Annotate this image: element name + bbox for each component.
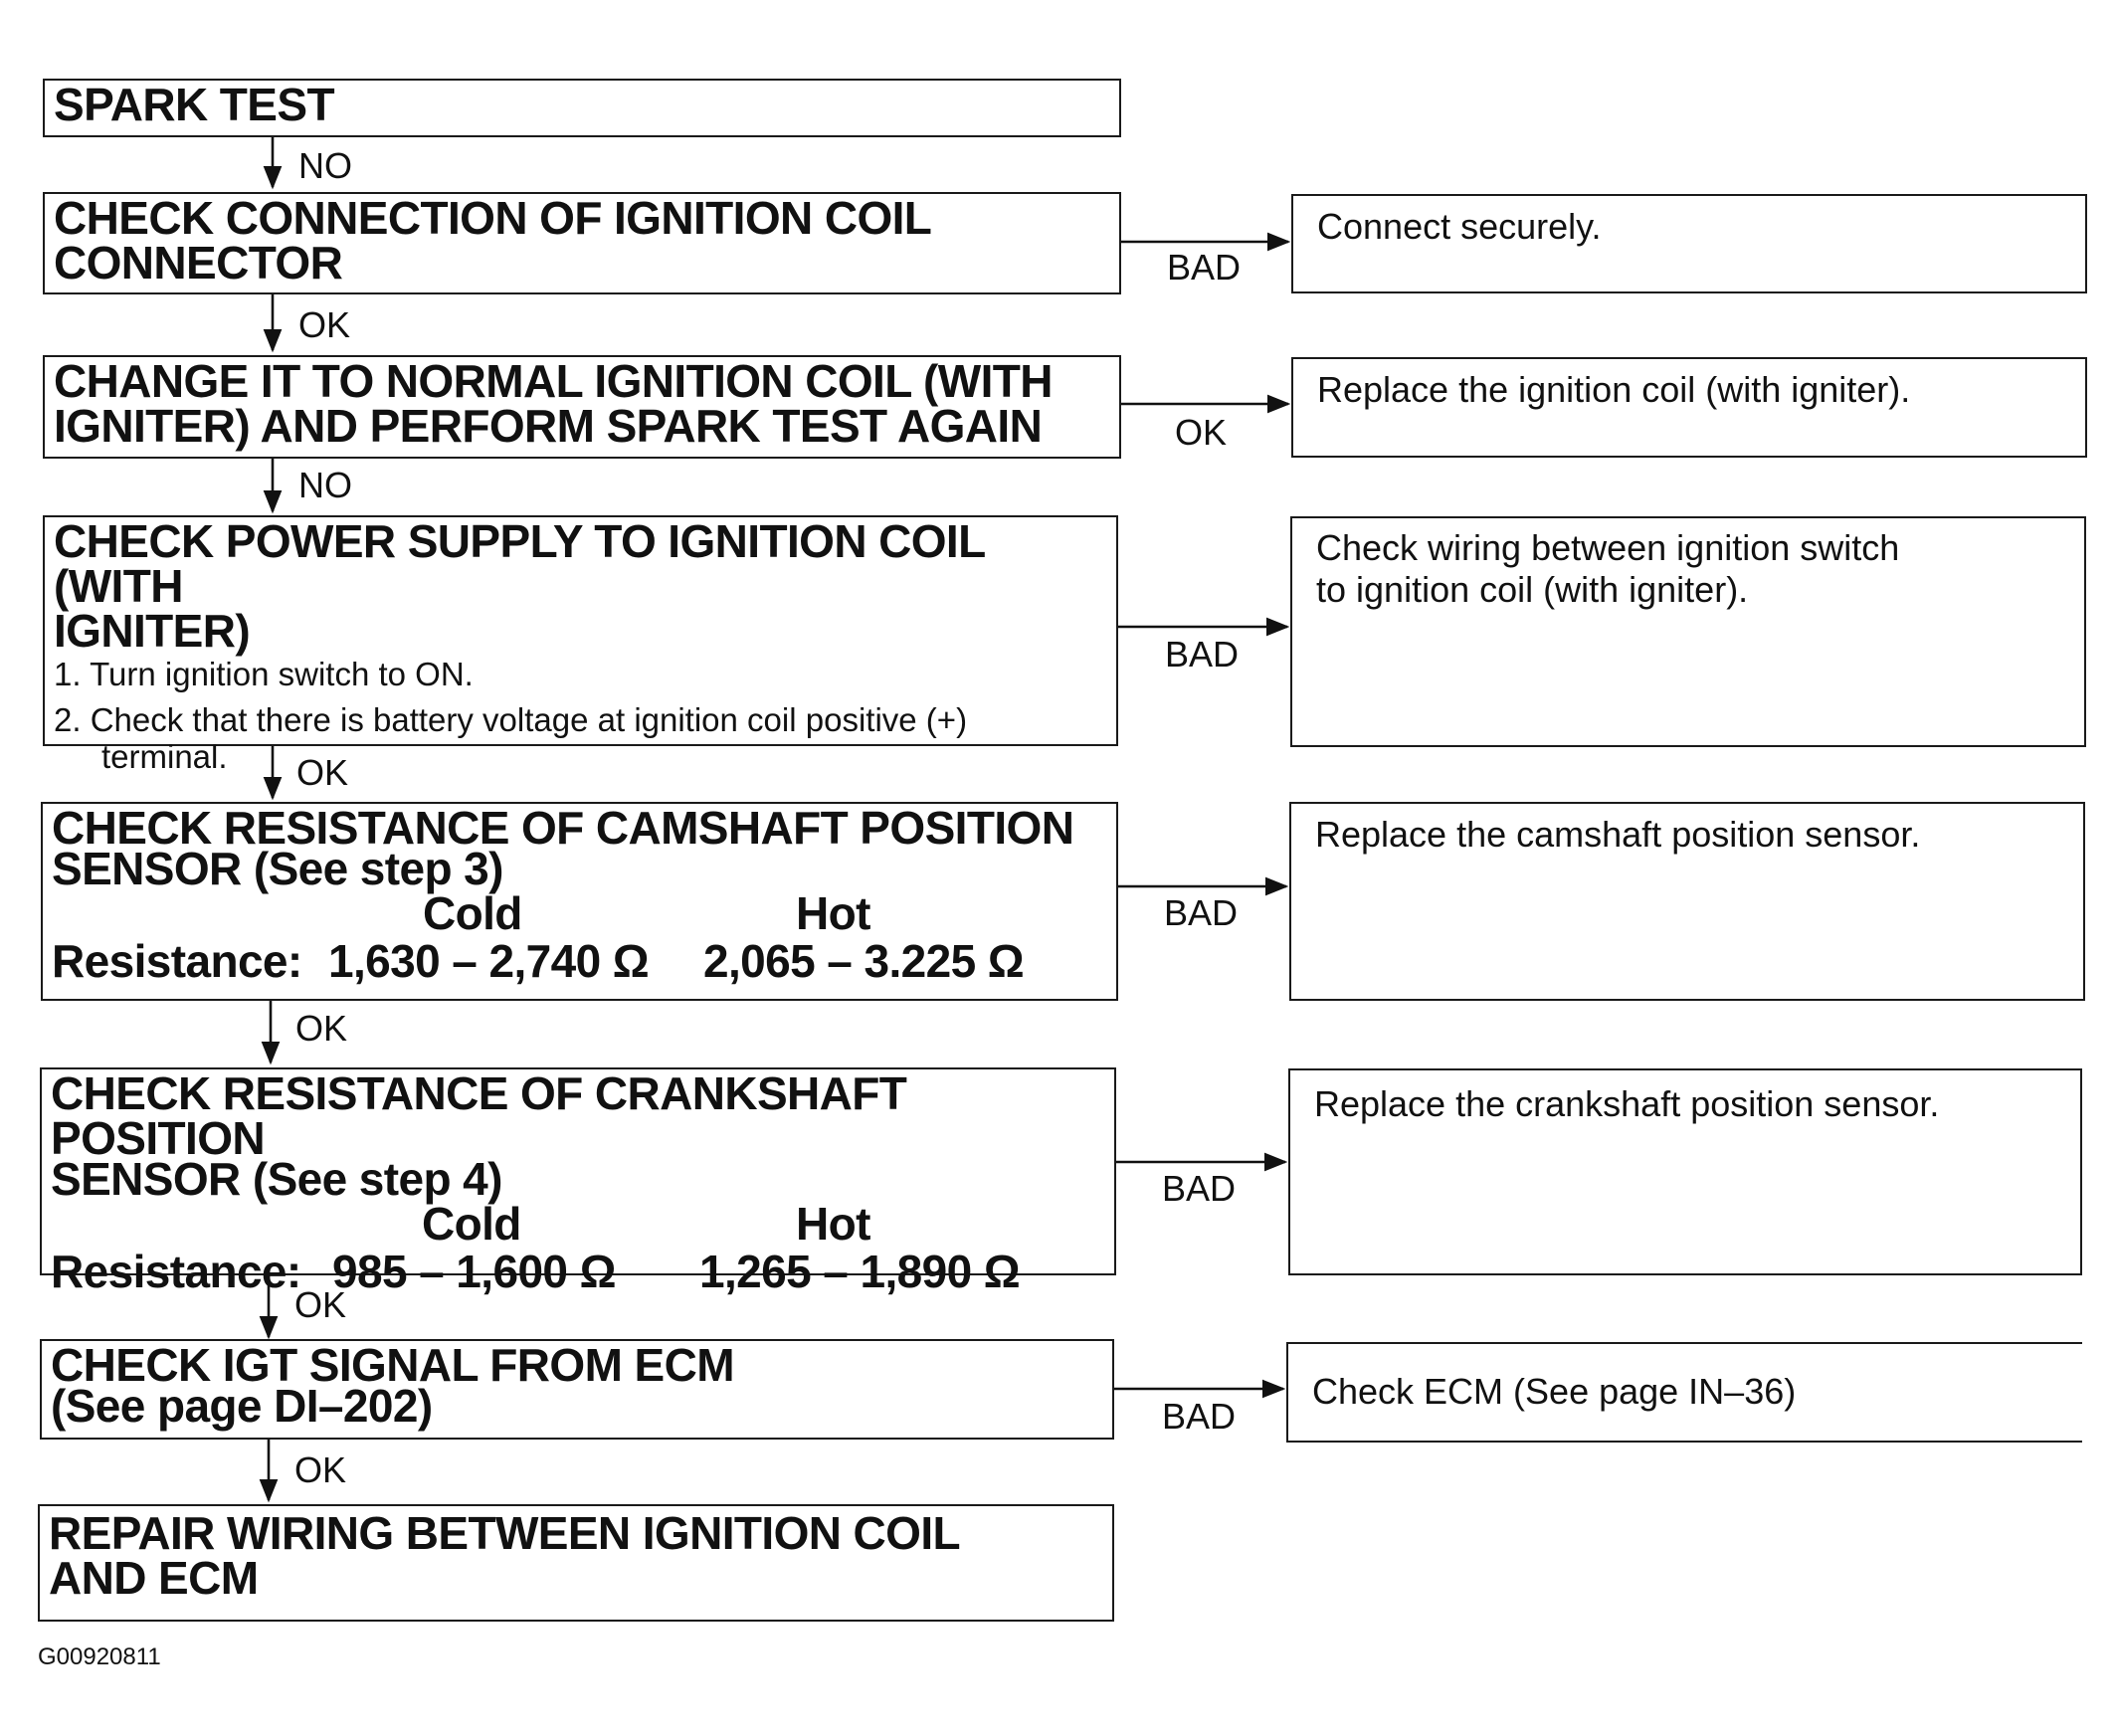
side-label-1: BAD xyxy=(1167,247,1242,288)
column-cold-label: Cold xyxy=(422,1198,521,1250)
step-title-line-1: CHECK RESISTANCE OF CRANKSHAFT POSITION xyxy=(51,1067,907,1164)
result-check-wiring: Check wiring between ignition switch to … xyxy=(1290,516,2086,747)
result-text-line-1: Check wiring between ignition switch xyxy=(1316,527,1900,568)
step-change-coil: CHANGE IT TO NORMAL IGNITION COIL (WITH … xyxy=(43,355,1121,459)
step-check-camshaft: CHECK RESISTANCE OF CAMSHAFT POSITION SE… xyxy=(41,802,1118,1001)
column-hot-label: Hot xyxy=(796,1198,870,1250)
cold-resistance-value: 985 – 1,600 Ω xyxy=(332,1246,616,1297)
step-check-power: CHECK POWER SUPPLY TO IGNITION COIL (WIT… xyxy=(43,515,1118,775)
down-label-5: OK xyxy=(295,1008,348,1049)
down-label-6: OK xyxy=(294,1284,347,1325)
column-hot-label: Hot xyxy=(796,887,870,939)
step-title-line-1: CHECK IGT SIGNAL FROM ECM xyxy=(51,1339,735,1391)
step-title-line-2: CONNECTOR xyxy=(54,237,343,289)
substep-1: 1. Turn ignition switch to ON. xyxy=(54,656,474,692)
hot-resistance-value: 1,265 – 1,890 Ω xyxy=(699,1246,1021,1297)
hot-resistance-value: 2,065 – 3.225 Ω xyxy=(703,935,1025,987)
step-title-line-2: SENSOR (See step 4) xyxy=(51,1153,502,1205)
step-check-connector: CHECK CONNECTION OF IGNITION COIL CONNEC… xyxy=(43,192,1121,294)
step-title-line-1: CHECK CONNECTION OF IGNITION COIL xyxy=(54,192,932,244)
step-title-line-2: (See page DI–202) xyxy=(51,1380,433,1432)
result-replace-camshaft-sensor: Replace the camshaft position sensor. xyxy=(1289,802,2085,1001)
step-title-line-2: IGNITER) AND PERFORM SPARK TEST AGAIN xyxy=(54,400,1043,452)
step-title-line-2: AND ECM xyxy=(49,1552,259,1604)
step-title-line-1: CHECK POWER SUPPLY TO IGNITION COIL (WIT… xyxy=(54,515,985,612)
step-title: SPARK TEST xyxy=(54,79,335,130)
substep-2-continued: terminal. xyxy=(101,738,228,775)
column-cold-label: Cold xyxy=(423,887,522,939)
down-label-3: NO xyxy=(298,465,352,505)
down-label-4: OK xyxy=(296,752,349,793)
side-label-2: OK xyxy=(1175,412,1228,453)
side-label-5: BAD xyxy=(1162,1168,1237,1209)
cold-resistance-value: 1,630 – 2,740 Ω xyxy=(328,935,650,987)
down-label-1: NO xyxy=(298,145,352,186)
step-title-line-2: IGNITER) xyxy=(54,605,251,657)
result-text: Replace the crankshaft position sensor. xyxy=(1314,1083,1940,1124)
result-text: Connect securely. xyxy=(1317,206,1602,247)
substep-2: 2. Check that there is battery voltage a… xyxy=(54,701,968,738)
down-label-2: OK xyxy=(298,304,351,345)
result-replace-crankshaft-sensor: Replace the crankshaft position sensor. xyxy=(1288,1068,2082,1275)
resistance-value-row: Resistance: 985 – 1,600 Ω 1,265 – 1,890 … xyxy=(51,1246,1114,1297)
step-title-line-1: REPAIR WIRING BETWEEN IGNITION COIL xyxy=(49,1507,961,1559)
step-title-line-2: SENSOR (See step 3) xyxy=(52,843,503,894)
resistance-value-row: Resistance: 1,630 – 2,740 Ω 2,065 – 3.22… xyxy=(52,935,1116,987)
resistance-header-row: Cold Hot xyxy=(52,887,1116,939)
step-check-igt: CHECK IGT SIGNAL FROM ECM (See page DI–2… xyxy=(40,1339,1114,1440)
step-spark-test: SPARK TEST xyxy=(43,79,1121,137)
step-title-line-1: CHANGE IT TO NORMAL IGNITION COIL (WITH xyxy=(54,355,1054,407)
step-title-line-1: CHECK RESISTANCE OF CAMSHAFT POSITION xyxy=(52,802,1074,854)
side-label-4: BAD xyxy=(1164,892,1239,933)
step-check-crankshaft: CHECK RESISTANCE OF CRANKSHAFT POSITION … xyxy=(40,1067,1116,1294)
resistance-header-row: Cold Hot xyxy=(51,1198,1114,1250)
down-label-7: OK xyxy=(294,1449,347,1490)
side-label-6: BAD xyxy=(1162,1396,1237,1437)
resistance-label: Resistance: xyxy=(52,935,302,987)
result-text: Check ECM (See page IN–36) xyxy=(1312,1371,1797,1412)
result-text: Replace the ignition coil (with igniter)… xyxy=(1317,369,1911,410)
side-label-3: BAD xyxy=(1165,634,1240,675)
result-connect-securely: Connect securely. xyxy=(1291,194,2087,293)
result-check-ecm: Check ECM (See page IN–36) xyxy=(1286,1342,2082,1443)
result-text-line-2: to ignition coil (with igniter). xyxy=(1316,569,1749,610)
resistance-label: Resistance: xyxy=(51,1246,301,1297)
result-replace-coil: Replace the ignition coil (with igniter)… xyxy=(1291,357,2087,458)
result-text: Replace the camshaft position sensor. xyxy=(1315,814,1921,855)
step-repair-wiring: REPAIR WIRING BETWEEN IGNITION COIL AND … xyxy=(38,1504,1114,1622)
figure-id: G00920811 xyxy=(38,1643,161,1670)
